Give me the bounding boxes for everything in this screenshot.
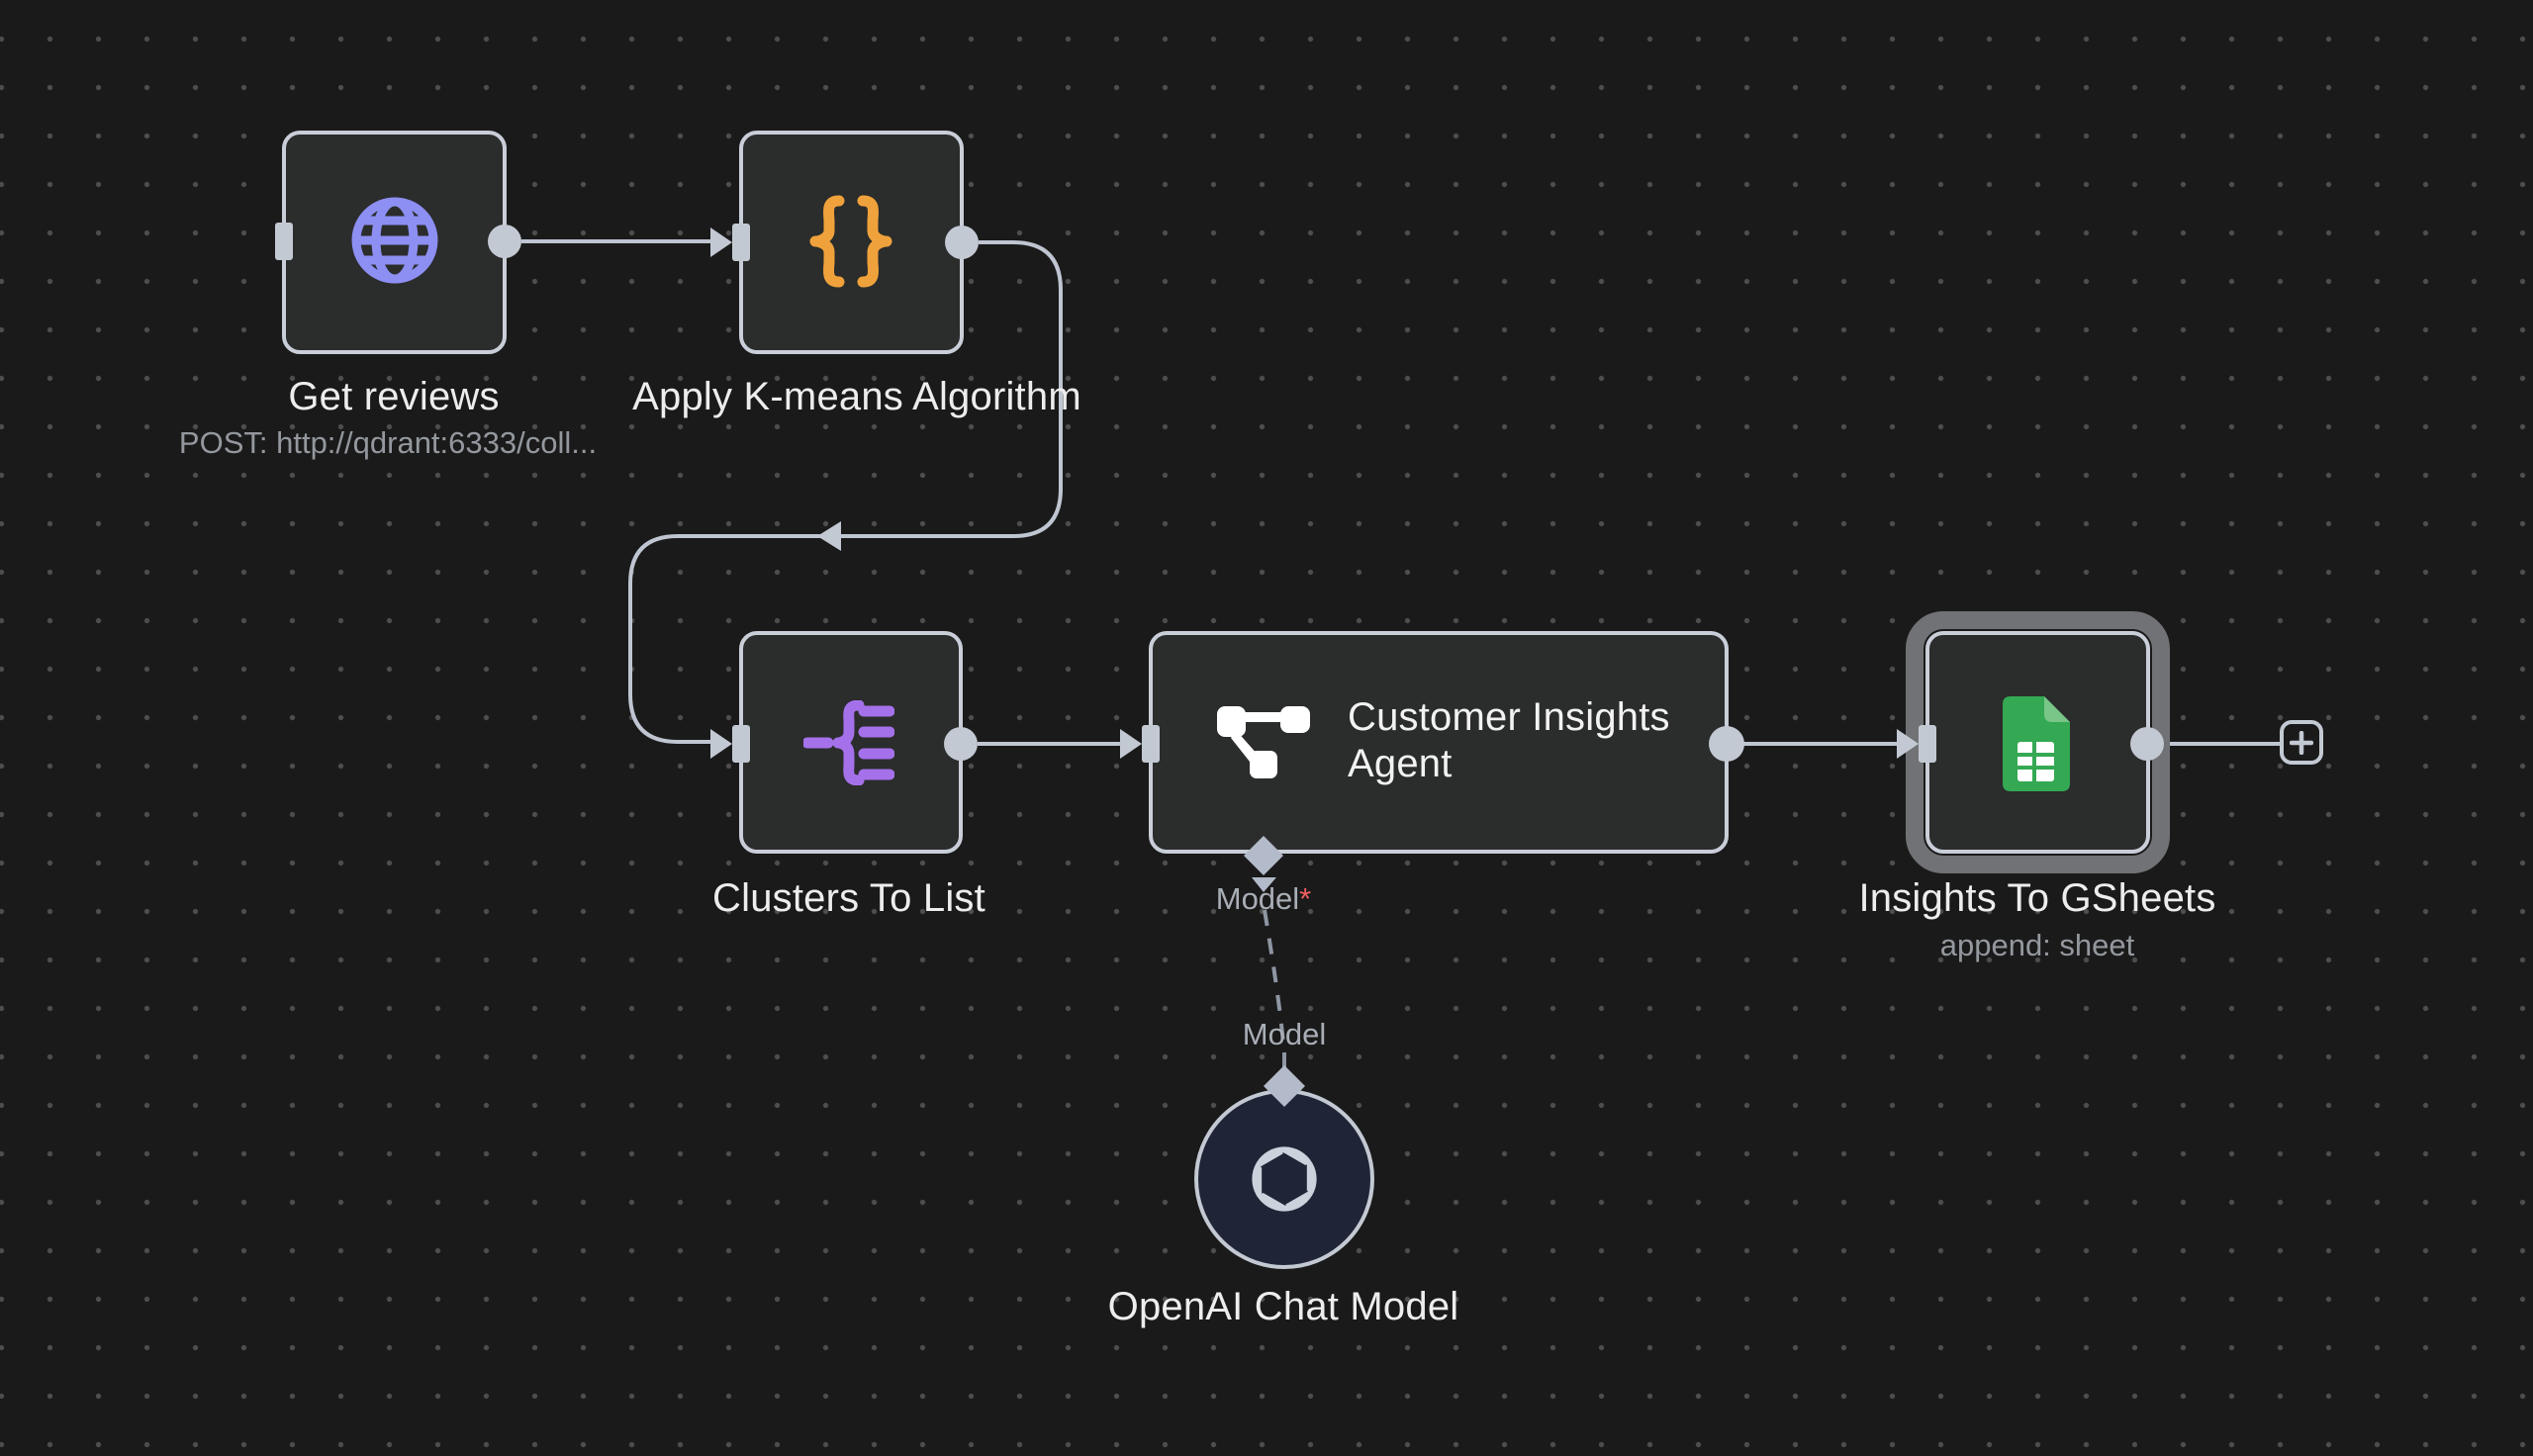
connection-openai-model-to-agent[interactable] [1263, 909, 1285, 1044]
split-out-icon [801, 699, 895, 790]
node-openai-chat-model[interactable] [1194, 1089, 1374, 1269]
curly-braces-icon [804, 195, 897, 293]
model-required-label: Model* [1216, 881, 1312, 917]
openai-icon [1249, 1143, 1320, 1220]
model-required-text: Model [1215, 881, 1300, 916]
node-label-apply-kmeans: Apply K-means Algorithm [632, 375, 1081, 418]
model-source-label: Model [1242, 1017, 1327, 1051]
google-sheets-icon [2001, 696, 2070, 796]
node-subtitle-get-reviews: POST: http://qdrant:6333/coll... [178, 425, 598, 460]
node-label-get-reviews: Get reviews [288, 375, 500, 418]
agent-icon [1217, 704, 1312, 786]
node-subtitle-insights-to-gsheets: append: sheet [1939, 928, 2135, 962]
plus-icon [2290, 730, 2313, 755]
node-label-clusters-to-list: Clusters To List [712, 876, 985, 920]
node-label-openai-chat-model: OpenAI Chat Model [1107, 1285, 1459, 1328]
add-node-button[interactable] [2280, 720, 2323, 765]
required-asterisk: * [1299, 881, 1312, 916]
connection-kmeans-to-clusters[interactable] [628, 240, 1063, 744]
node-label-insights-to-gsheets: Insights To GSheets [1858, 876, 2216, 920]
globe-icon [348, 194, 441, 292]
node-label-customer-insights-agent: Customer Insights Agent [1348, 695, 1670, 785]
